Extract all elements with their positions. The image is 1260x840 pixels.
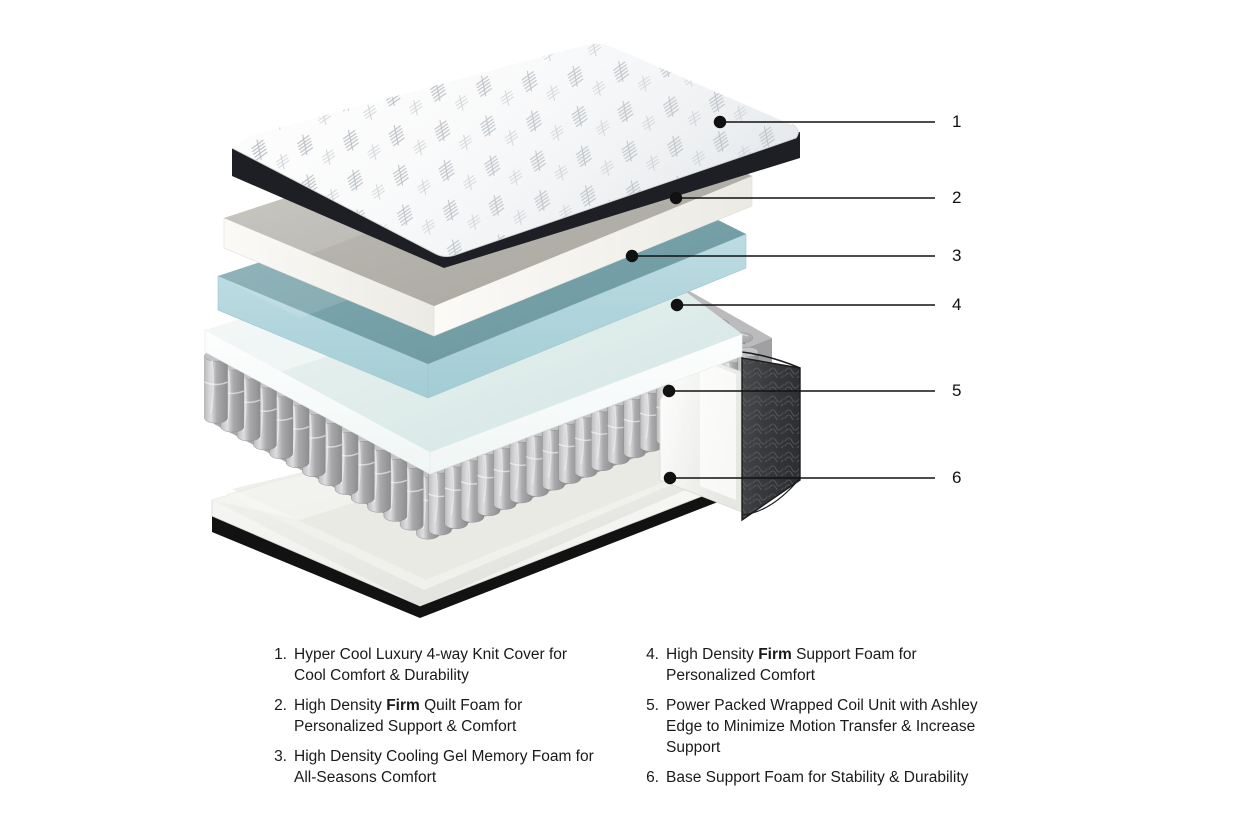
callout-number-3: 3 xyxy=(952,246,962,265)
legend-text-4-after: Support Foam for Personalized Comfort xyxy=(666,646,917,684)
legend-marker-6: 6. xyxy=(646,769,659,786)
leader-1 xyxy=(713,115,935,129)
ashley-edge-panel xyxy=(659,349,801,522)
legend-text-1-before: Hyper Cool Luxury 4-way Knit Cover for C… xyxy=(294,646,568,684)
leader-3 xyxy=(625,249,935,263)
leader-5 xyxy=(662,384,935,398)
legend-text-1: Hyper Cool Luxury 4-way Knit Cover for C… xyxy=(287,644,598,686)
legend-item-1: 1. Hyper Cool Luxury 4-way Knit Cover fo… xyxy=(268,644,598,686)
legend-text-3-before: High Density Cooling Gel Memory Foam for… xyxy=(294,748,594,786)
legend-marker-1: 1. xyxy=(274,646,287,663)
callout-number-2: 2 xyxy=(952,188,962,207)
legend-text-5: Power Packed Wrapped Coil Unit with Ashl… xyxy=(659,695,980,758)
callout-number-1: 1 xyxy=(952,112,962,131)
legend-marker-4: 4. xyxy=(646,646,659,663)
callout-number-6: 6 xyxy=(952,468,962,487)
leader-4 xyxy=(670,298,935,312)
callout-number-4: 4 xyxy=(952,295,962,314)
legend-text-2-before: High Density xyxy=(294,697,387,714)
legend-item-3: 3. High Density Cooling Gel Memory Foam … xyxy=(268,746,598,788)
legend-text-2-bold: Firm xyxy=(386,697,420,714)
layer-1-knit-cover xyxy=(231,41,800,268)
legend-column-right: 4. High Density Firm Support Foam for Pe… xyxy=(640,644,980,797)
legend-item-2: 2. High Density Firm Quilt Foam for Pers… xyxy=(268,695,598,737)
legend-text-4-before: High Density xyxy=(666,646,759,663)
leader-2 xyxy=(669,191,935,205)
callout-number-5: 5 xyxy=(952,381,962,400)
legend: 1. Hyper Cool Luxury 4-way Knit Cover fo… xyxy=(0,644,1260,840)
legend-text-4-bold: Firm xyxy=(758,646,792,663)
legend-marker-3: 3. xyxy=(274,748,287,765)
mattress-cutaway-illustration xyxy=(204,41,935,618)
legend-text-3: High Density Cooling Gel Memory Foam for… xyxy=(287,746,598,788)
legend-column-left: 1. Hyper Cool Luxury 4-way Knit Cover fo… xyxy=(268,644,598,797)
legend-text-6-before: Base Support Foam for Stability & Durabi… xyxy=(666,769,969,786)
legend-text-4: High Density Firm Support Foam for Perso… xyxy=(659,644,980,686)
legend-text-2: High Density Firm Quilt Foam for Persona… xyxy=(287,695,598,737)
legend-item-5: 5. Power Packed Wrapped Coil Unit with A… xyxy=(640,695,980,758)
callout-leader-lines xyxy=(625,115,935,485)
legend-marker-2: 2. xyxy=(274,697,287,714)
legend-item-6: 6. Base Support Foam for Stability & Dur… xyxy=(640,767,980,788)
legend-text-2-after: Quilt Foam for Personalized Support & Co… xyxy=(294,697,523,735)
legend-text-6: Base Support Foam for Stability & Durabi… xyxy=(659,767,980,788)
legend-marker-5: 5. xyxy=(646,697,659,714)
leader-6 xyxy=(663,471,935,485)
legend-text-5-before: Power Packed Wrapped Coil Unit with Ashl… xyxy=(666,697,978,756)
legend-item-4: 4. High Density Firm Support Foam for Pe… xyxy=(640,644,980,686)
